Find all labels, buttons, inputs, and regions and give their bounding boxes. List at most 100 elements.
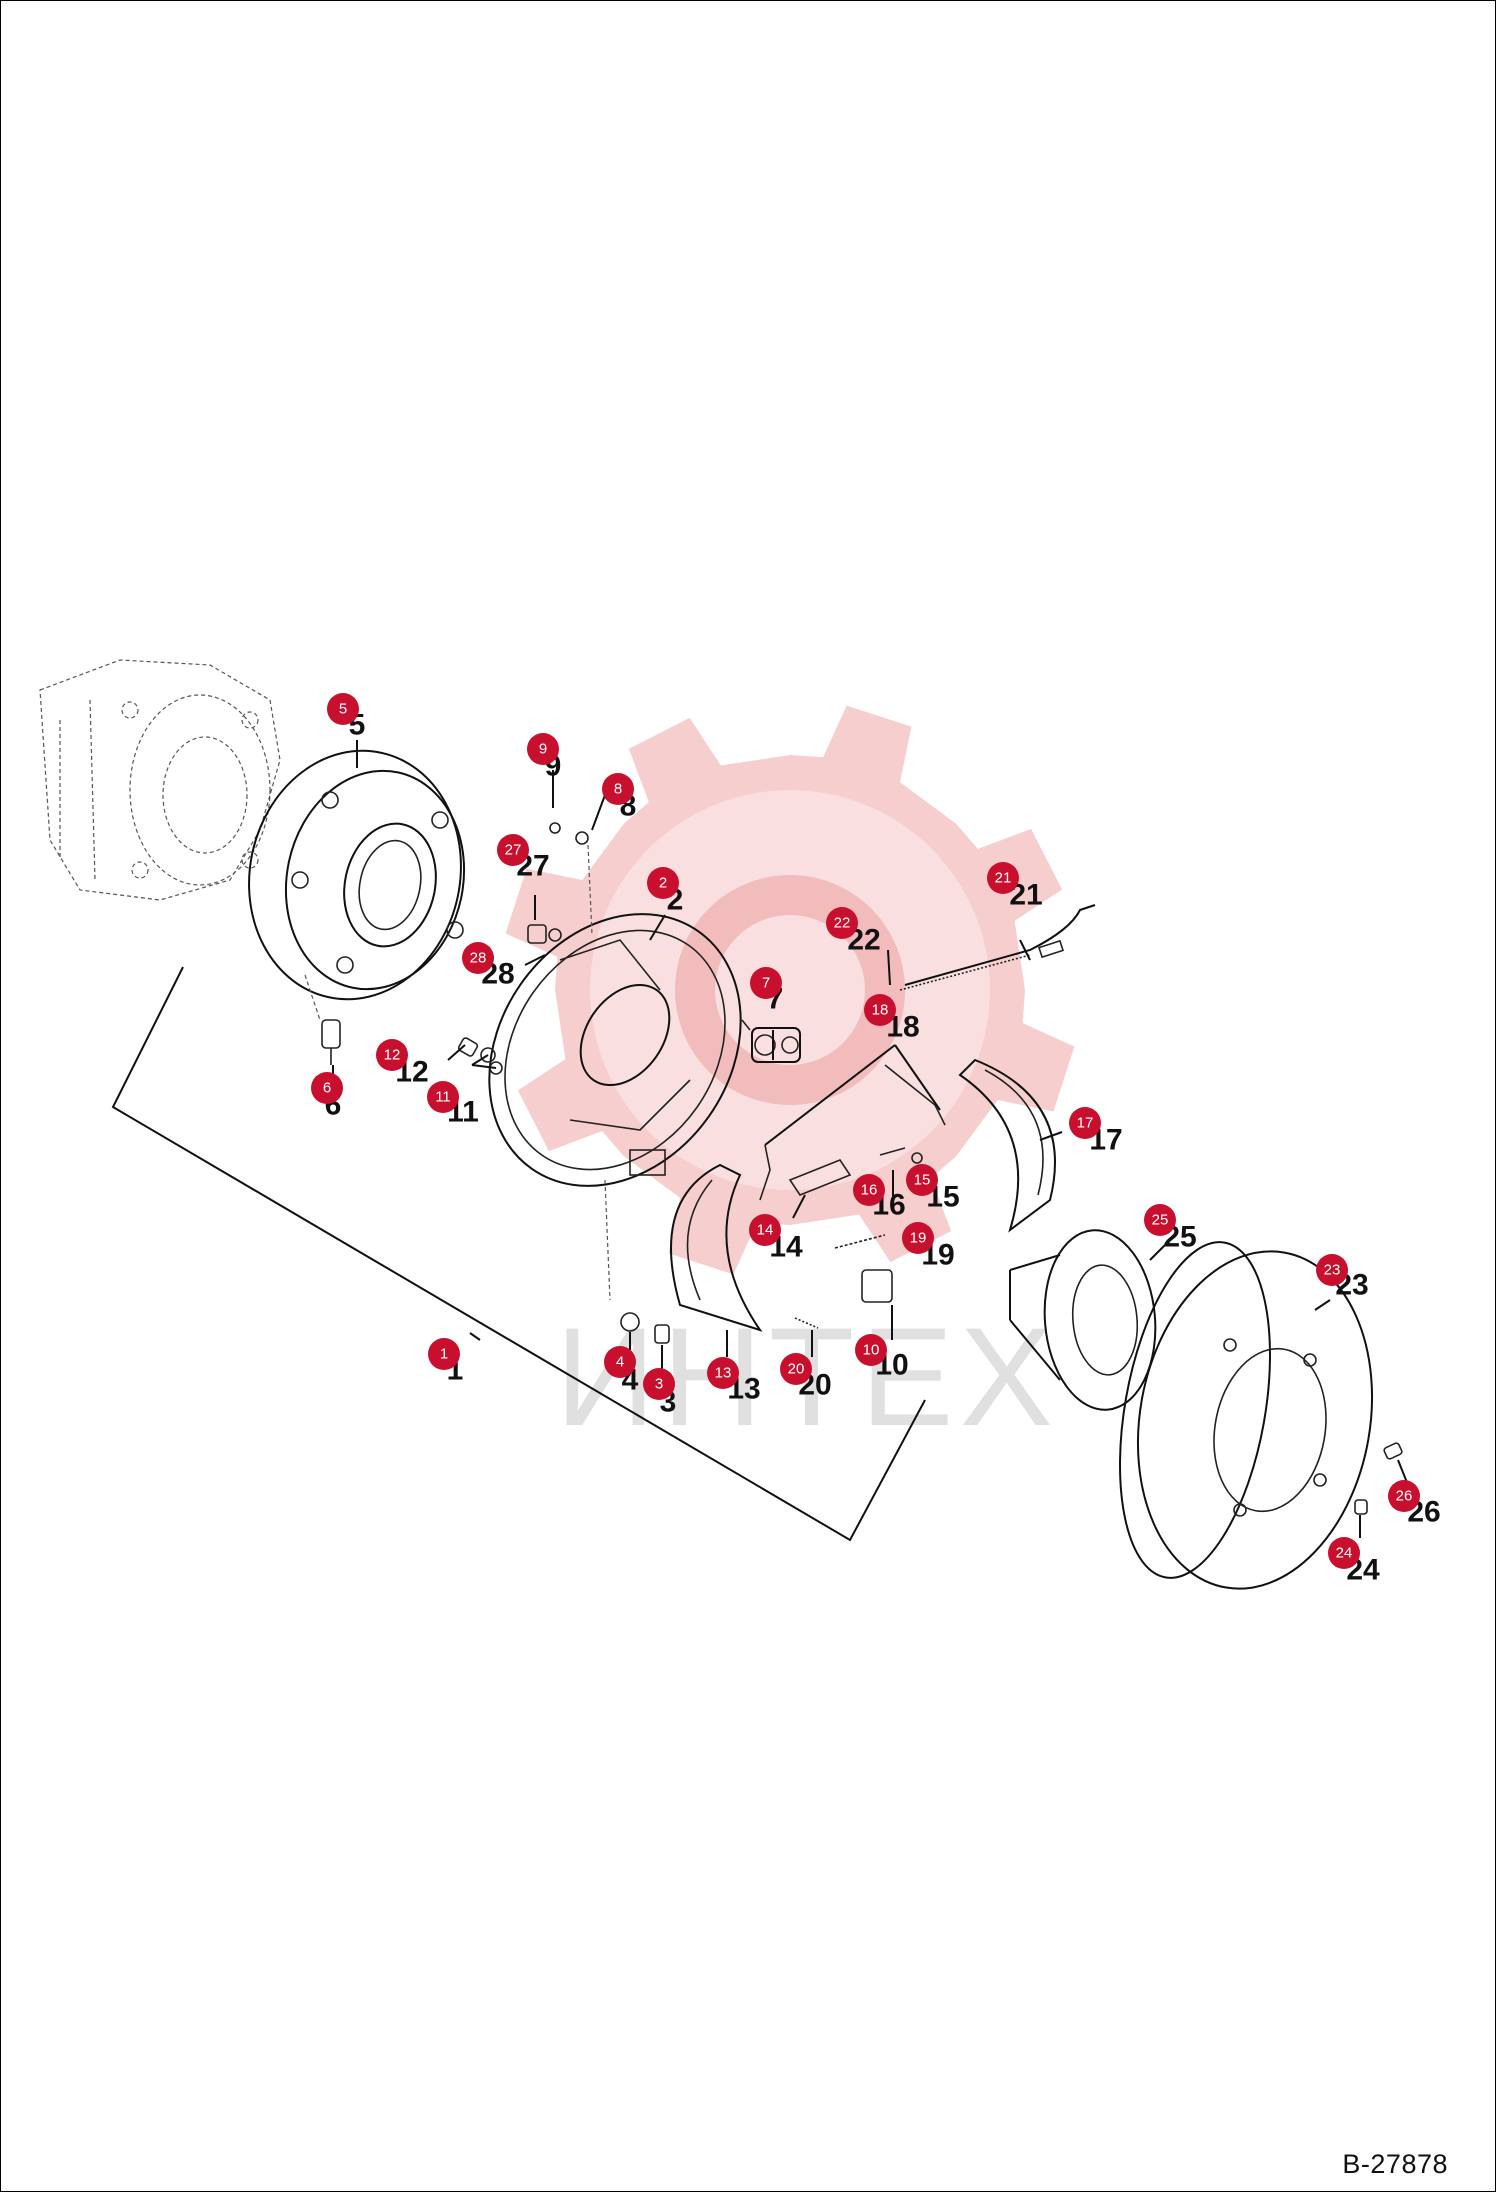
callout-badge	[780, 1353, 812, 1385]
callout-part-6[interactable]: 66	[311, 1072, 343, 1122]
part-13-brake-shoe	[670, 1163, 763, 1332]
callout-badge	[855, 1334, 887, 1366]
callout-badge-number: 16	[861, 1182, 878, 1199]
callout-badge-number: 9	[539, 741, 547, 758]
callout-badge	[1328, 1537, 1360, 1569]
callout-badge	[1316, 1254, 1348, 1286]
callout-part-9[interactable]: 99	[527, 733, 561, 783]
part-5-carrier	[248, 749, 466, 1021]
part-6-bolt	[321, 1019, 341, 1065]
callout-badge-number: 8	[614, 781, 622, 798]
axle-housing-outline	[39, 659, 281, 901]
watermark-gear-logo	[505, 705, 1075, 1275]
part-21-cable	[899, 904, 1096, 991]
callout-badge-number: 25	[1152, 1212, 1169, 1229]
callout-badge	[327, 693, 359, 725]
callout-part-8[interactable]: 88	[602, 773, 636, 823]
part-7-wheel-cylinder	[741, 1019, 801, 1063]
callout-badge	[311, 1072, 343, 1104]
callout-badge	[602, 773, 634, 805]
callout-badge	[427, 1081, 459, 1113]
callout-badge-number: 26	[1396, 1488, 1413, 1505]
part-25-hub	[1009, 1229, 1157, 1411]
callout-badge-number: 27	[505, 842, 522, 859]
callout-badge	[604, 1346, 636, 1378]
callout-part-1[interactable]: 11	[428, 1338, 463, 1387]
callout-badge-number: 6	[323, 1080, 331, 1097]
callout-badge-number: 17	[1077, 1115, 1094, 1132]
callout-badge-number: 23	[1324, 1262, 1341, 1279]
callout-badge-number: 11	[435, 1089, 451, 1106]
callout-badge	[497, 834, 529, 866]
callout-layer: 1122334455667788991010111112121313141415…	[311, 693, 1441, 1587]
callout-badge	[749, 1214, 781, 1246]
callout-badge-number: 14	[757, 1222, 774, 1239]
callout-badge-number: 10	[863, 1342, 880, 1359]
callout-badge	[462, 942, 494, 974]
callout-badge	[906, 1164, 938, 1196]
callout-badge	[826, 907, 858, 939]
parts-24-26-bolts	[1354, 1442, 1403, 1515]
callout-badge	[1144, 1204, 1176, 1236]
callout-part-2[interactable]: 22	[647, 867, 683, 917]
callout-badge-number: 2	[659, 875, 667, 892]
callout-badge-number: 4	[616, 1354, 624, 1371]
callout-badge-number: 24	[1336, 1545, 1353, 1562]
callout-badge	[987, 862, 1019, 894]
callout-badge-number: 1	[440, 1346, 448, 1363]
callout-part-4[interactable]: 44	[604, 1346, 639, 1397]
callout-badge-number: 28	[470, 950, 487, 967]
callout-badge	[643, 1368, 675, 1400]
part-18-rod	[759, 1064, 946, 1201]
callout-badge	[902, 1222, 934, 1254]
assembly-bracket-line	[111, 966, 926, 1542]
callout-badge-number: 13	[715, 1365, 732, 1382]
callout-badge	[750, 967, 782, 999]
callout-badge-number: 20	[788, 1361, 805, 1378]
callout-badge	[1388, 1480, 1420, 1512]
callout-badge-number: 21	[995, 870, 1012, 887]
callout-badge-number: 19	[910, 1230, 927, 1247]
callout-badge-number: 3	[655, 1376, 663, 1393]
callout-badge	[853, 1174, 885, 1206]
small-fasteners-upper	[527, 822, 593, 944]
callout-badge	[527, 733, 559, 765]
callout-badge-number: 7	[762, 975, 770, 992]
callout-part-7[interactable]: 77	[750, 967, 783, 1016]
parts-11-12-hardware	[457, 1037, 503, 1075]
part-17-brake-shoe	[958, 1058, 1056, 1233]
callout-badge-number: 18	[872, 1002, 889, 1019]
callout-badge-number: 15	[914, 1172, 931, 1189]
part-2-backing-plate	[488, 913, 742, 1301]
callout-badge-number: 5	[339, 701, 347, 718]
callout-badge	[707, 1357, 739, 1389]
callout-badge-number: 12	[384, 1047, 401, 1064]
adjuster-parts	[788, 1147, 923, 1329]
callout-part-3[interactable]: 33	[643, 1368, 676, 1419]
callout-badge-number: 22	[834, 915, 851, 932]
callout-part-5[interactable]: 55	[327, 693, 365, 742]
parts-3-4-hardware	[620, 1312, 670, 1344]
callout-badge	[647, 867, 679, 899]
